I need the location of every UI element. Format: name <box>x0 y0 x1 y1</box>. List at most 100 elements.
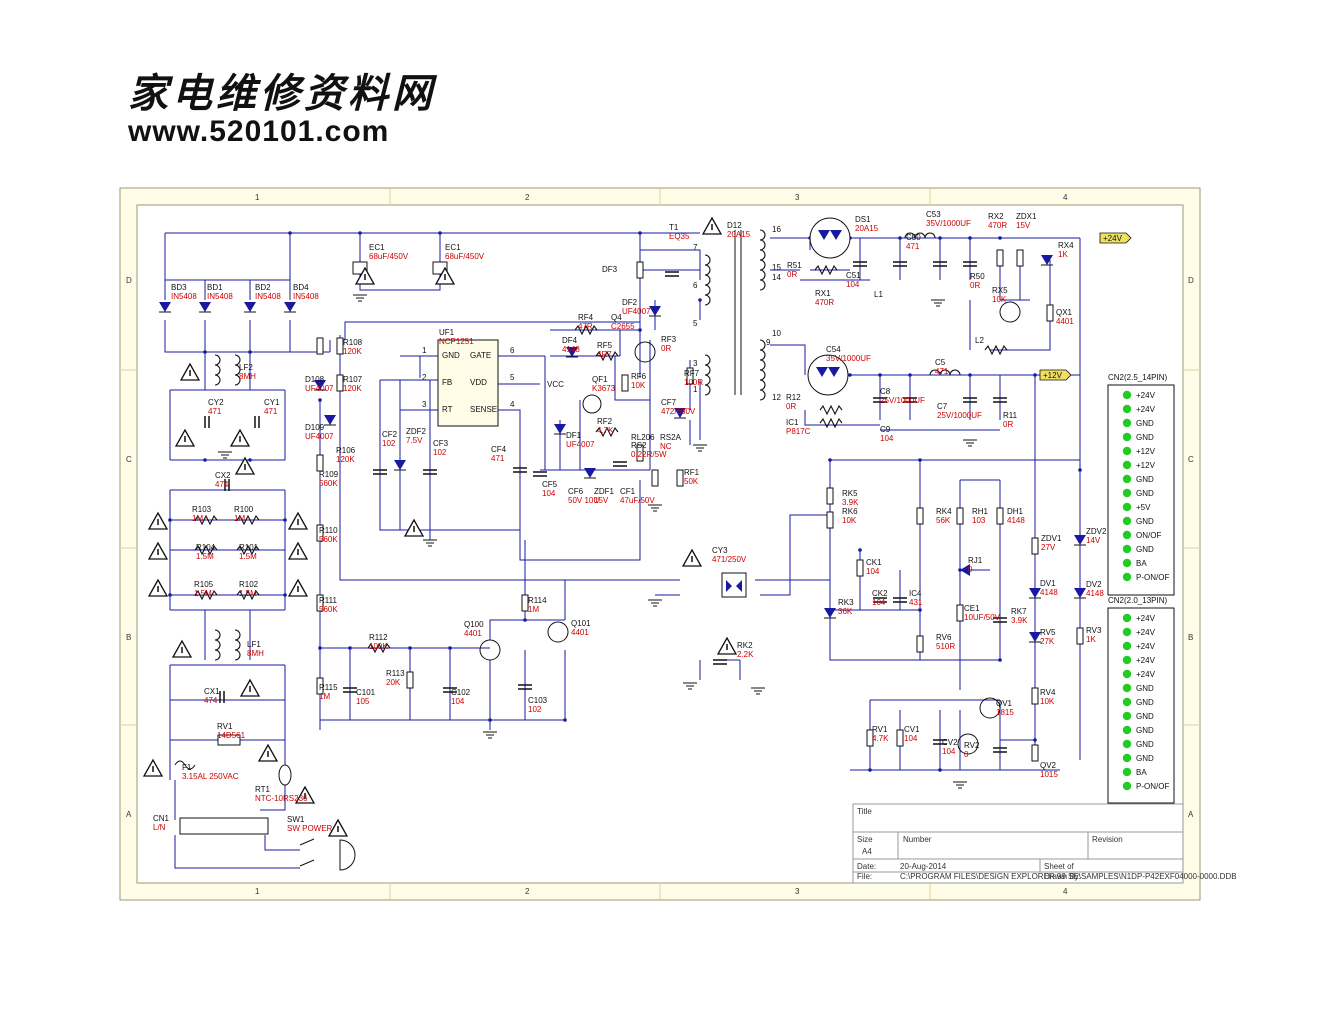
component-value: 4401 <box>464 629 482 638</box>
frame-col-label: 3 <box>795 193 800 202</box>
component-value: 104 <box>880 434 894 443</box>
component-value: 471/250V <box>712 555 747 564</box>
component-value: 1M <box>192 514 203 523</box>
component-ref: CV1 <box>904 725 920 734</box>
coil <box>214 354 221 386</box>
connector-pin-label: ON/OF <box>1136 531 1161 540</box>
resistor <box>194 514 218 526</box>
connector-pin-label: +24V <box>1136 628 1156 637</box>
resistor <box>956 507 964 525</box>
ground-symbol <box>751 687 765 695</box>
junction-dot <box>998 236 1002 240</box>
pin-led-icon <box>1122 558 1132 568</box>
ic-pin-name: RT <box>442 405 453 414</box>
frame-col-label: 2 <box>525 193 530 202</box>
junction-dot <box>168 518 172 522</box>
ic-pin-number: 1 <box>422 346 427 355</box>
component-ref: C101 <box>356 688 376 697</box>
component-value: 104 <box>451 697 465 706</box>
component-ref: CX1 <box>204 687 220 696</box>
component-value: 100R <box>684 378 703 387</box>
component-value: 1815 <box>996 708 1014 717</box>
component-ref: RV4 <box>1040 688 1056 697</box>
component-ref: CF6 <box>568 487 584 496</box>
component-value: 1M <box>528 605 539 614</box>
component-value: 20K <box>386 678 401 687</box>
ic-pin-name: GND <box>442 351 460 360</box>
diode <box>159 302 171 312</box>
wire <box>344 321 640 340</box>
component-ref: R50 <box>970 272 985 281</box>
component-value: 0 <box>964 750 969 759</box>
brand-url: www.520101.com <box>128 115 390 148</box>
component-ref: RF2 <box>597 417 613 426</box>
component-ref: RF5 <box>597 341 613 350</box>
connector-title: CN2(2.0_13PIN) <box>1108 596 1167 605</box>
pin-led-icon <box>1122 613 1132 623</box>
component-ref: C5 <box>935 358 946 367</box>
component-ref: IC4 <box>909 589 922 598</box>
resistor <box>336 374 344 392</box>
resistor <box>826 487 834 505</box>
diode <box>244 302 256 312</box>
frame-row-label: A <box>1188 810 1194 819</box>
component-ref: CF3 <box>433 439 449 448</box>
component-value: 14D561 <box>217 731 246 740</box>
transformer-pin: 12 <box>772 393 781 402</box>
diode <box>314 380 326 390</box>
file-label: File: <box>857 872 872 881</box>
connector-pin-label: BA <box>1136 559 1147 568</box>
component-value: 10K <box>631 381 646 390</box>
component-value: 4148 <box>1040 588 1058 597</box>
drawn-label: Drawn By: <box>1044 872 1081 881</box>
component-value: L/N <box>153 823 166 832</box>
component-value: 1.5M <box>239 589 257 598</box>
component-value: 25V/1000UF <box>880 396 925 405</box>
date-label: Date: <box>857 862 876 871</box>
connector-pin-label: GND <box>1136 684 1154 693</box>
component-value: 47uF/50V <box>620 496 655 505</box>
component-value: 0R <box>970 281 980 290</box>
resistor <box>1046 304 1054 322</box>
connector-pin-label: +24V <box>1136 391 1156 400</box>
component-ref: RS2A <box>660 433 682 442</box>
component-ref: UF1 <box>439 328 455 337</box>
component-value: 120K <box>336 455 355 464</box>
ground-symbol <box>648 504 662 512</box>
component-value: 4148 <box>562 345 580 354</box>
resistor <box>1016 249 1024 267</box>
rectifier-ds1 <box>807 354 849 396</box>
component-value: 20A15 <box>727 230 751 239</box>
pin-led-icon <box>1122 627 1132 637</box>
component-value: 35V/1000UF <box>926 219 971 228</box>
frame-row-label: C <box>126 455 132 464</box>
component-value: 100K <box>369 642 388 651</box>
component-ref: R12 <box>786 393 801 402</box>
wire <box>174 835 300 869</box>
component-ref: Q101 <box>571 619 591 628</box>
component-value: 4148 <box>1007 516 1025 525</box>
file-value: C:\PROGRAM FILES\DESIGN EXPLORER 99 SE\S… <box>900 872 1237 881</box>
component-value: 560K <box>319 605 338 614</box>
frame-col-label: 4 <box>1063 887 1068 896</box>
component-value: 14V <box>1086 536 1101 545</box>
frame-row-label: A <box>126 810 132 819</box>
resistor <box>574 324 598 336</box>
resistor <box>236 589 260 601</box>
connector-box <box>1107 384 1175 596</box>
component-ref: C103 <box>528 696 548 705</box>
component-ref: CK2 <box>872 589 888 598</box>
component-value: 471 <box>491 454 505 463</box>
connector-pin-label: +24V <box>1136 405 1156 414</box>
junction-dot <box>438 231 442 235</box>
component-ref: QV1 <box>996 699 1013 708</box>
junction-dot <box>938 768 942 772</box>
junction-dot <box>248 350 252 354</box>
junction-dot <box>168 593 172 597</box>
component-ref: RK4 <box>936 507 952 516</box>
wire <box>760 514 830 596</box>
power-plug <box>339 839 356 871</box>
resistor <box>916 635 924 653</box>
connector-pin-label: +24V <box>1136 670 1156 679</box>
